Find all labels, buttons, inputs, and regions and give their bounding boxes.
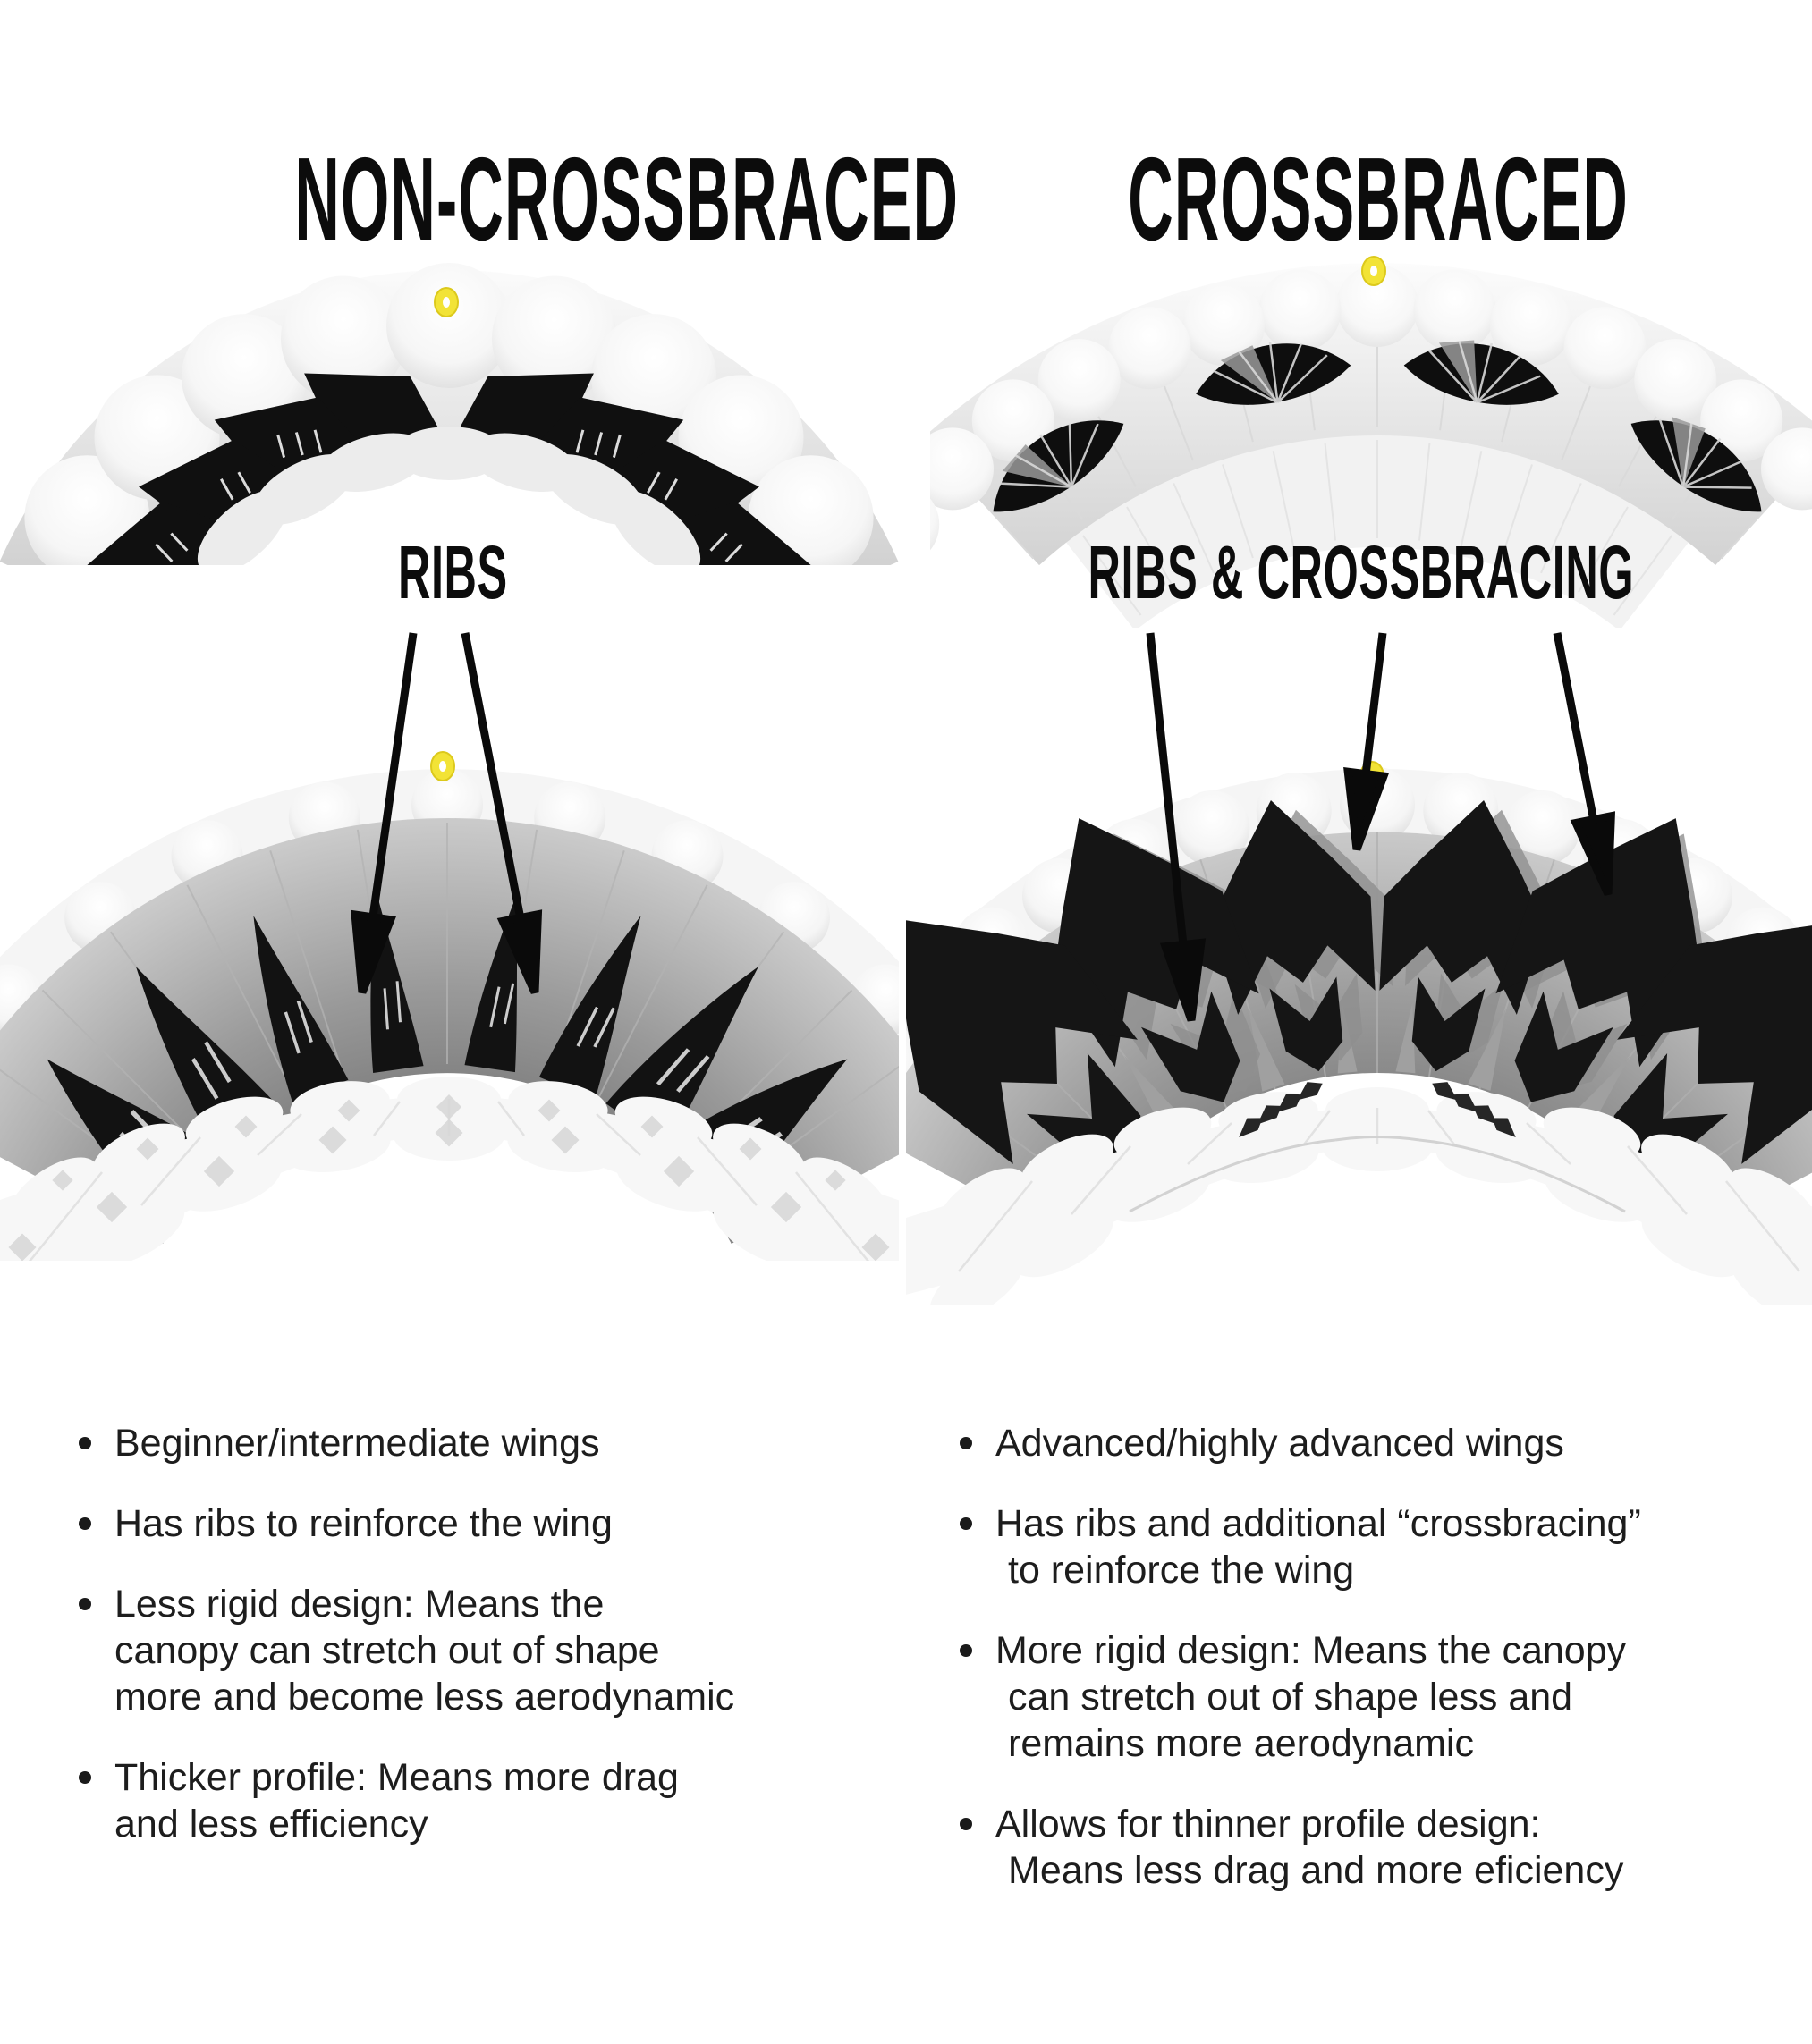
crossbraced-canopy-top-image (930, 256, 1812, 628)
center-marker-dot (1359, 761, 1384, 791)
list-item: Has ribs to reinforce the wing (79, 1500, 669, 1547)
noncrossbraced-wing-interior-image (0, 751, 899, 1261)
bullet-dot (79, 1598, 91, 1611)
center-marker-dot (430, 751, 455, 781)
list-item: Allows for thinner profile design:Means … (960, 1801, 1675, 1894)
center-marker-dot (1361, 256, 1386, 286)
heading-non-crossbraced: NON-CROSSBRACED (294, 133, 960, 266)
heading-crossbraced: CROSSBRACED (1128, 133, 1629, 266)
bullet-dot (960, 1437, 972, 1449)
crossbraced-feature-list: Advanced/highly advanced wings Has ribs … (960, 1420, 1675, 1928)
list-item: Beginner/intermediate wings (79, 1420, 669, 1466)
bullet-dot (960, 1517, 972, 1531)
list-item: Has ribs and additional “crossbracing”to… (960, 1500, 1675, 1593)
bullet-dot (79, 1517, 91, 1531)
noncrossbraced-canopy-top-image (0, 263, 899, 565)
noncrossbraced-feature-list: Beginner/intermediate wings Has ribs to … (79, 1420, 734, 1881)
bullet-dot (79, 1771, 91, 1785)
bullet-dot (79, 1437, 91, 1449)
label-ribs: RIBS (398, 530, 508, 614)
crossbraced-wing-interior-image (906, 761, 1812, 1305)
bullet-dot (960, 1644, 972, 1658)
label-ribs-crossbracing: RIBS & CROSSBRACING (1088, 530, 1635, 614)
center-marker-dot (434, 287, 459, 317)
list-item: Advanced/highly advanced wings (960, 1420, 1675, 1466)
bullet-dot (960, 1818, 972, 1831)
